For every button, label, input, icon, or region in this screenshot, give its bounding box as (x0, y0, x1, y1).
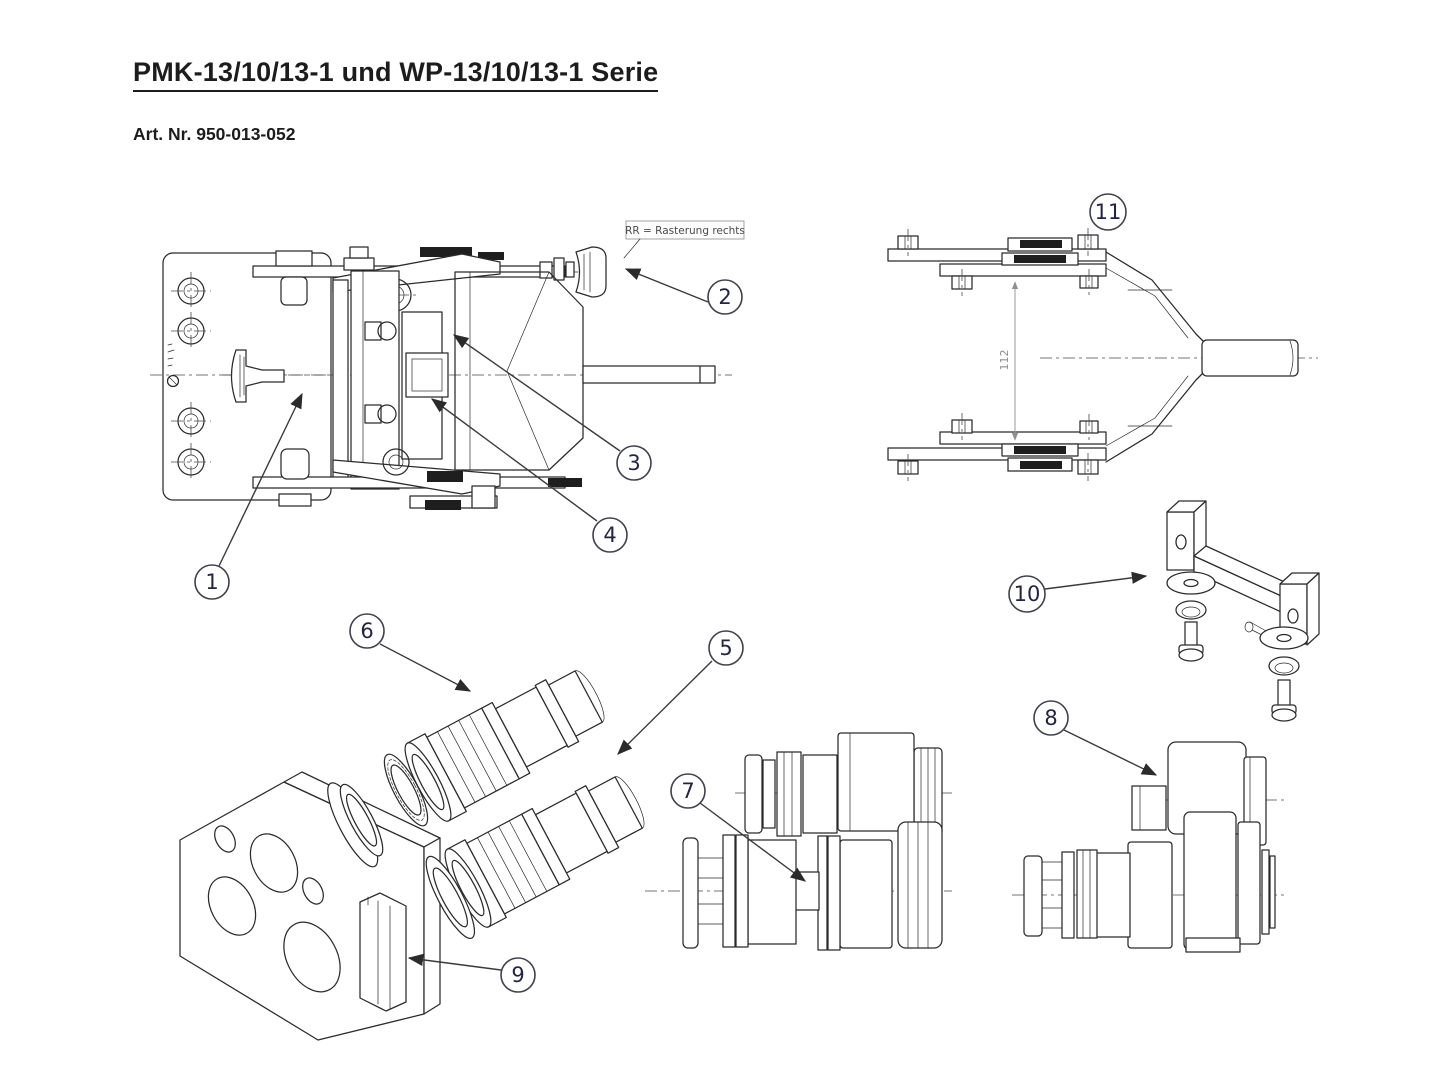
yoke-arms (1105, 251, 1299, 463)
locking-rod (582, 365, 716, 384)
mounted-coupler (1023, 841, 1173, 949)
leader-6 (379, 643, 472, 692)
mounted-body (1131, 741, 1276, 953)
washer-screw-stack (1259, 626, 1309, 722)
leader-7 (699, 802, 806, 882)
release-knob (539, 246, 607, 298)
leader-lines (218, 268, 1158, 971)
rr-annotation: RR = Rasterung rechts (623, 220, 745, 259)
rr-annotation-text: RR = Rasterung rechts (625, 225, 745, 237)
yoke-drawing: 112 (887, 228, 1318, 481)
callout-10: 10 (1008, 575, 1046, 613)
coupler-pair-side-drawing (645, 732, 952, 951)
leader-1 (218, 392, 303, 567)
bracket-drawing (1166, 500, 1320, 722)
mounting-plate (162, 252, 332, 501)
callout-9-number: 9 (511, 963, 524, 987)
yoke-clamp-pads (1001, 237, 1079, 472)
leader-4 (431, 398, 598, 522)
groove-block (359, 892, 407, 1012)
leader-9 (407, 953, 502, 971)
callout-11-number: 11 (1095, 200, 1122, 224)
exploded-coupling-drawing (179, 670, 645, 1041)
callout-9: 9 (500, 957, 536, 993)
dimension-112: 112 (998, 281, 1019, 441)
callout-4-number: 4 (603, 523, 616, 547)
callout-2-number: 2 (718, 285, 731, 309)
callout-11: 11 (1089, 193, 1127, 231)
bolt-hole (171, 402, 211, 440)
yoke-handle (1201, 339, 1299, 377)
callout-6: 6 (349, 613, 385, 649)
callout-8-number: 8 (1044, 706, 1057, 730)
yoke-bolts (897, 228, 1099, 481)
center-block (405, 352, 449, 398)
leader-8 (1063, 729, 1158, 776)
leader-2 (624, 268, 709, 303)
leader-3 (452, 334, 621, 452)
top-rail (252, 246, 566, 314)
callout-1: 1 (194, 564, 230, 600)
bolt-hole (171, 443, 211, 481)
callout-3: 3 (616, 445, 652, 481)
dimension-label: 112 (998, 350, 1011, 371)
upper-coupler (744, 732, 943, 837)
callout-3-number: 3 (627, 451, 640, 475)
callout-5: 5 (708, 630, 744, 666)
center-stack (332, 270, 449, 490)
callout-2: 2 (707, 279, 743, 315)
article-number: Art. Nr. 950-013-052 (133, 124, 296, 144)
callout-4: 4 (592, 517, 628, 553)
callout-6-number: 6 (360, 619, 373, 643)
washer-screw-stack (1166, 571, 1216, 662)
coupling-sleeve-6 (404, 670, 605, 822)
callout-10-number: 10 (1014, 582, 1041, 606)
bottom-rail (252, 448, 582, 510)
bracket-post (1166, 500, 1207, 571)
lower-coupler (682, 821, 943, 951)
housing (454, 271, 716, 471)
callout-8: 8 (1033, 700, 1069, 736)
callout-5-number: 5 (719, 636, 732, 660)
leader-5 (617, 660, 713, 755)
plate-marking (166, 343, 180, 388)
coupling-sleeve-5 (425, 776, 645, 940)
bolt-hole (171, 312, 211, 350)
coupler-pair-mounted-drawing (1012, 741, 1285, 953)
callout-1-number: 1 (205, 570, 218, 594)
callout-7: 7 (670, 773, 706, 809)
bolt-hole (171, 272, 211, 310)
t-handle (222, 349, 340, 403)
page-title: PMK-13/10/13-1 und WP-13/10/13-1 Serie (133, 57, 659, 92)
clamp-assembly-drawing (150, 246, 732, 510)
callout-7-number: 7 (681, 779, 694, 803)
leader-10 (1044, 571, 1148, 590)
